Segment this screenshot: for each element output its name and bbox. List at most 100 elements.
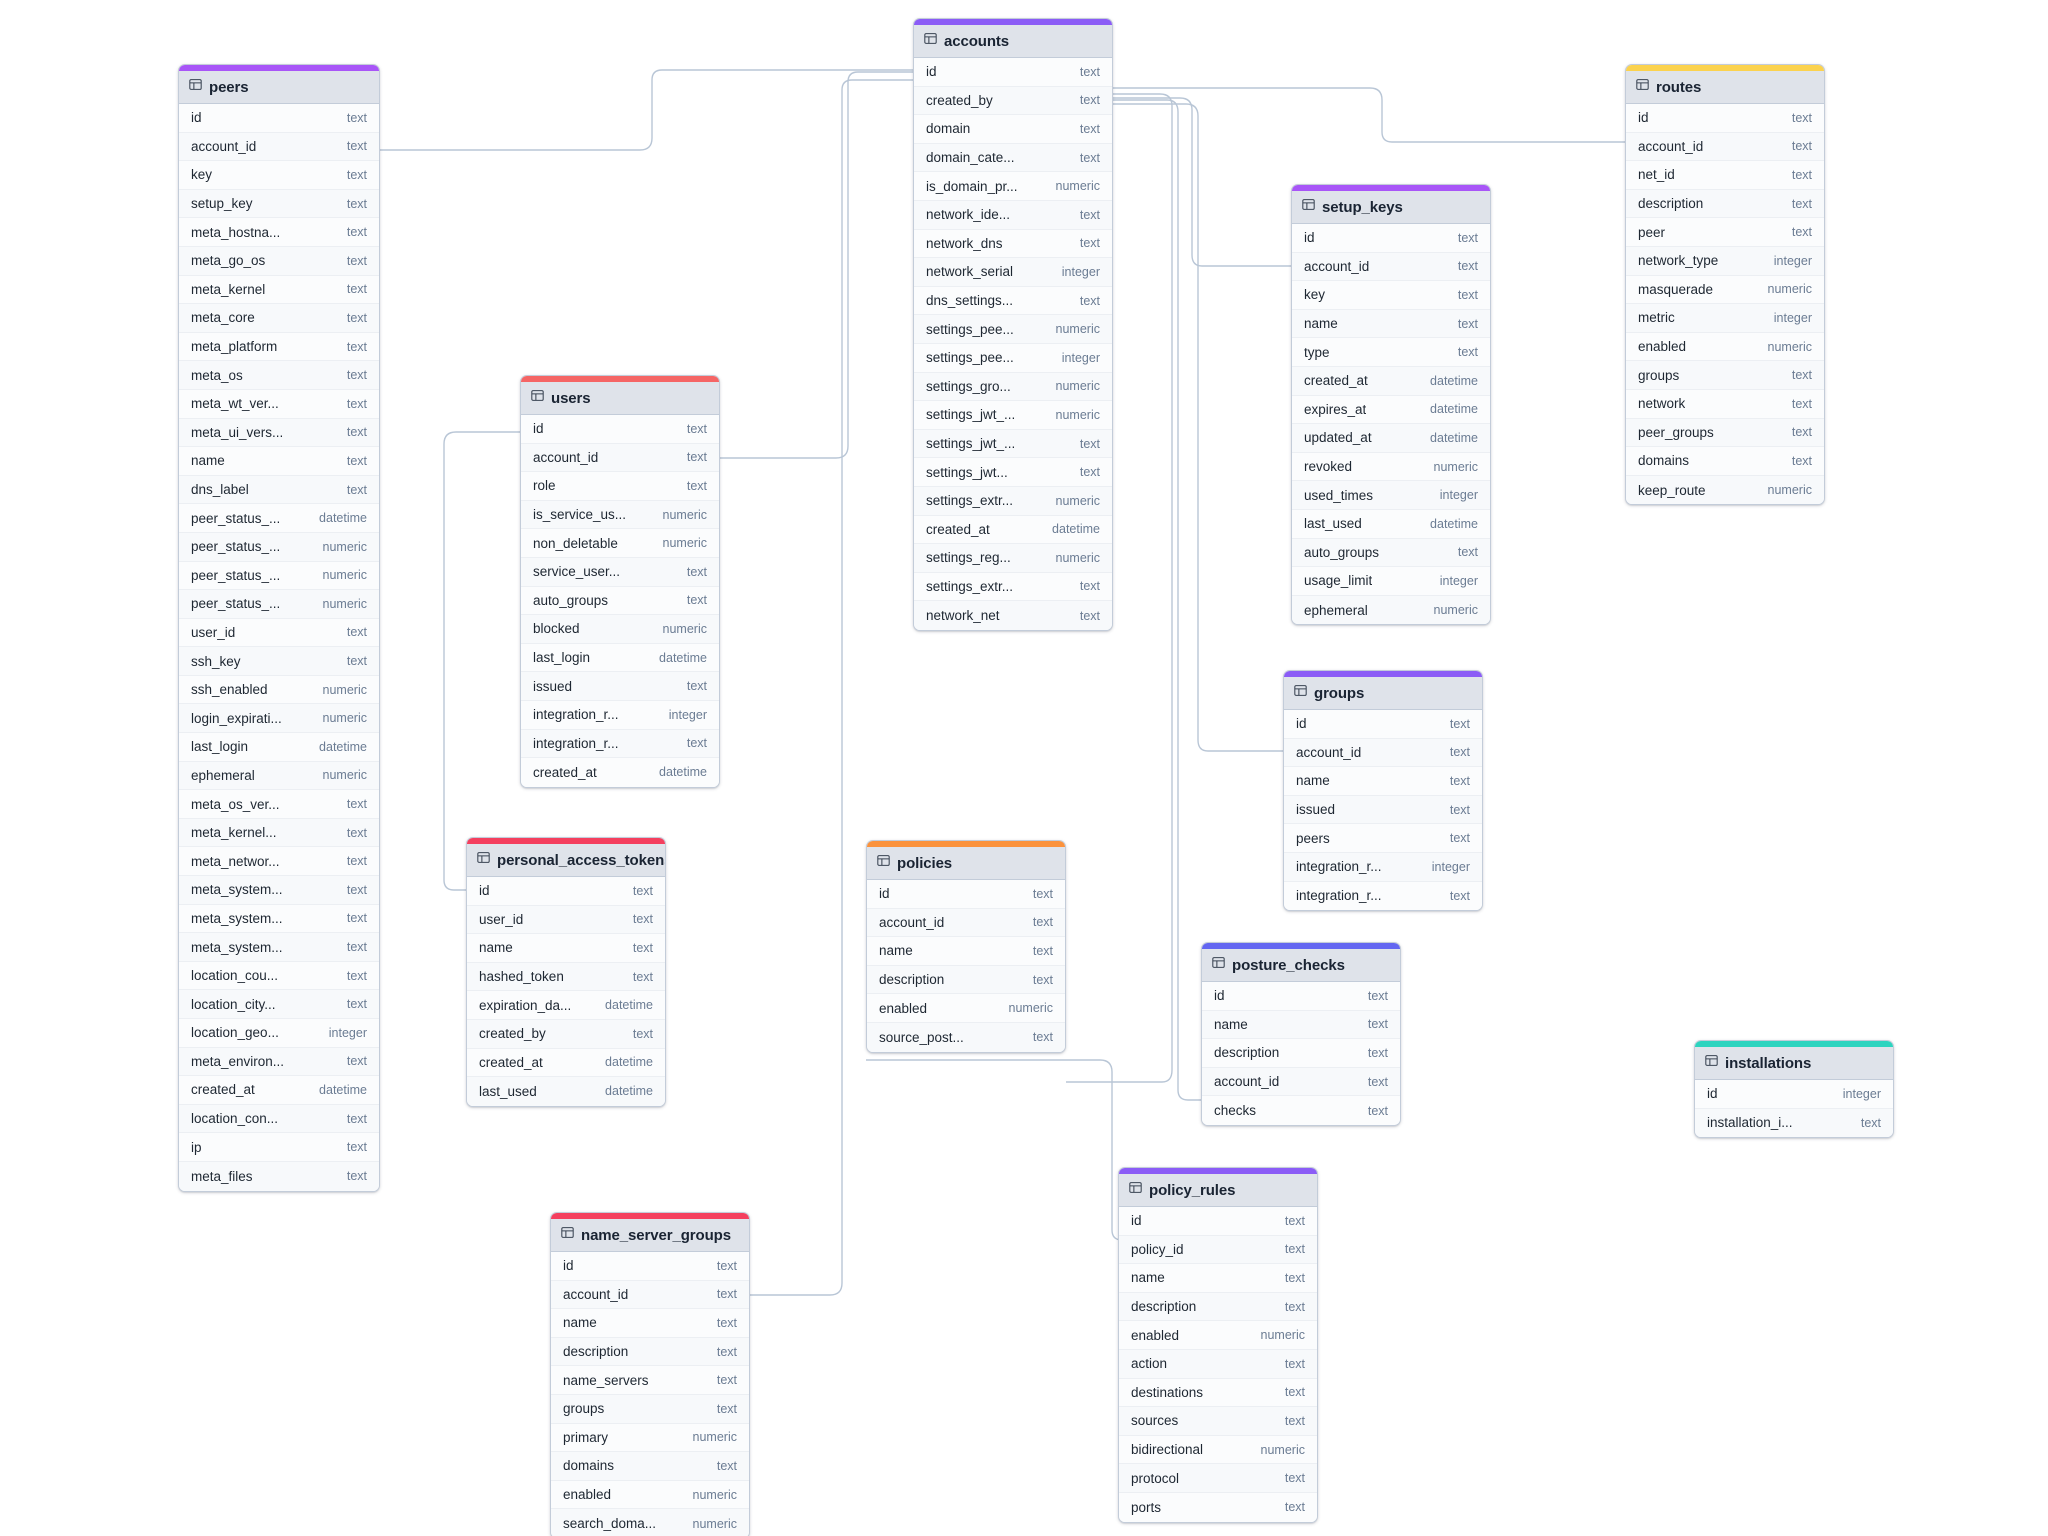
column-row[interactable]: is_service_us...numeric xyxy=(521,500,719,530)
table-header-installations[interactable]: installations xyxy=(1695,1047,1893,1080)
column-row[interactable]: integration_r...text xyxy=(1284,881,1482,911)
column-row[interactable]: integration_r...text xyxy=(521,729,719,759)
column-row[interactable]: settings_extr...numeric xyxy=(914,486,1112,516)
table-header-peers[interactable]: peers xyxy=(179,71,379,104)
column-row[interactable]: domain_cate...text xyxy=(914,143,1112,173)
column-row[interactable]: location_city...text xyxy=(179,990,379,1019)
column-row[interactable]: meta_wt_ver...text xyxy=(179,389,379,419)
column-row[interactable]: settings_jwt_...numeric xyxy=(914,401,1112,430)
table-header-accounts[interactable]: accounts xyxy=(914,25,1112,58)
column-row[interactable]: source_post...text xyxy=(867,1022,1065,1052)
table-header-personal_access_tokens[interactable]: personal_access_tokens xyxy=(467,844,665,877)
column-row[interactable]: peer_status_...numeric xyxy=(179,532,379,562)
column-row[interactable]: meta_system...text xyxy=(179,933,379,962)
column-row[interactable]: location_cou...text xyxy=(179,961,379,991)
column-row[interactable]: expiration_da...datetime xyxy=(467,991,665,1020)
column-row[interactable]: meta_hostna...text xyxy=(179,218,379,247)
column-row[interactable]: meta_system...text xyxy=(179,876,379,905)
column-row[interactable]: meta_ui_vers...text xyxy=(179,418,379,448)
column-row[interactable]: login_expirati...numeric xyxy=(179,704,379,734)
table-header-groups[interactable]: groups xyxy=(1284,677,1482,710)
table-header-policies[interactable]: policies xyxy=(867,847,1065,880)
column-row[interactable]: service_user...text xyxy=(521,557,719,587)
column-row[interactable]: settings_gro...numeric xyxy=(914,372,1112,402)
column-row[interactable]: settings_pee...numeric xyxy=(914,315,1112,344)
column-row[interactable]: meta_kernel...text xyxy=(179,818,379,848)
column-row[interactable]: settings_jwt...text xyxy=(914,458,1112,487)
column-row[interactable]: location_geo...integer xyxy=(179,1019,379,1048)
column-row[interactable]: meta_os_ver...text xyxy=(179,790,379,819)
column-row[interactable]: peer_status_...numeric xyxy=(179,590,379,619)
column-row[interactable]: settings_extr...text xyxy=(914,572,1112,602)
